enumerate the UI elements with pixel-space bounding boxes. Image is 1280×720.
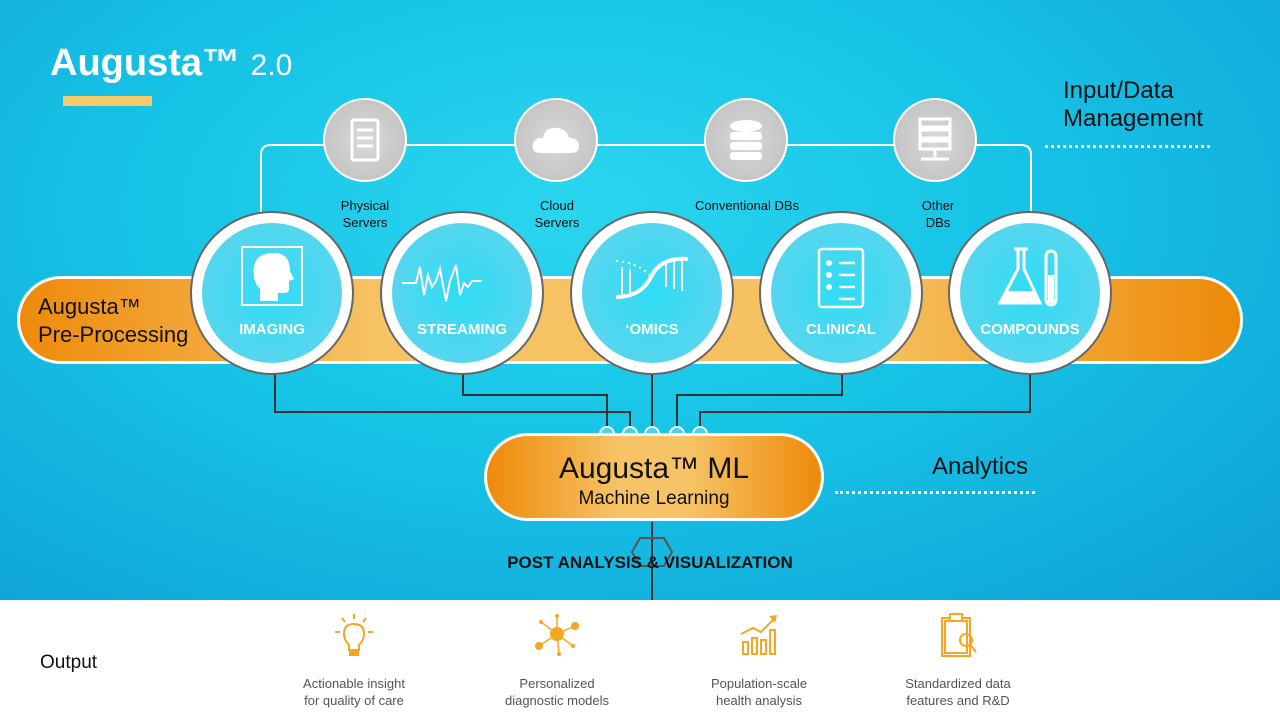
module-imaging: IMAGING: [190, 211, 354, 375]
network-server-icon: [893, 98, 977, 182]
lightbulb-icon: [335, 614, 373, 656]
output-label: Output: [40, 652, 98, 673]
flask-icon: [997, 247, 1058, 307]
source-label-conventional: Conventional DBs: [694, 198, 800, 213]
divider: [1045, 145, 1210, 148]
app-title: Augusta™ 2.0: [50, 42, 293, 84]
title-underline: [63, 96, 152, 106]
dna-icon: [615, 256, 689, 299]
post-analysis-label: POST ANALYSIS & VISUALIZATION: [507, 553, 793, 572]
cloud-icon: [514, 98, 598, 182]
growth-chart-icon: [740, 615, 777, 655]
brain-head-icon: [241, 246, 303, 306]
module-compounds: COMPOUNDS: [948, 211, 1112, 375]
module-omics: ‘OMICS: [570, 211, 734, 375]
clipboard-search-icon: [941, 613, 977, 657]
divider: [835, 491, 1035, 494]
database-icon: [704, 98, 788, 182]
module-clinical: CLINICAL: [759, 211, 923, 375]
network-node-icon: [535, 614, 579, 656]
waveform-icon: [402, 264, 482, 302]
module-streaming: STREAMING: [380, 211, 544, 375]
analytics-section-label: Analytics: [932, 453, 1029, 480]
server-rack-icon: [323, 98, 407, 182]
clipboard-icon: [817, 247, 865, 309]
